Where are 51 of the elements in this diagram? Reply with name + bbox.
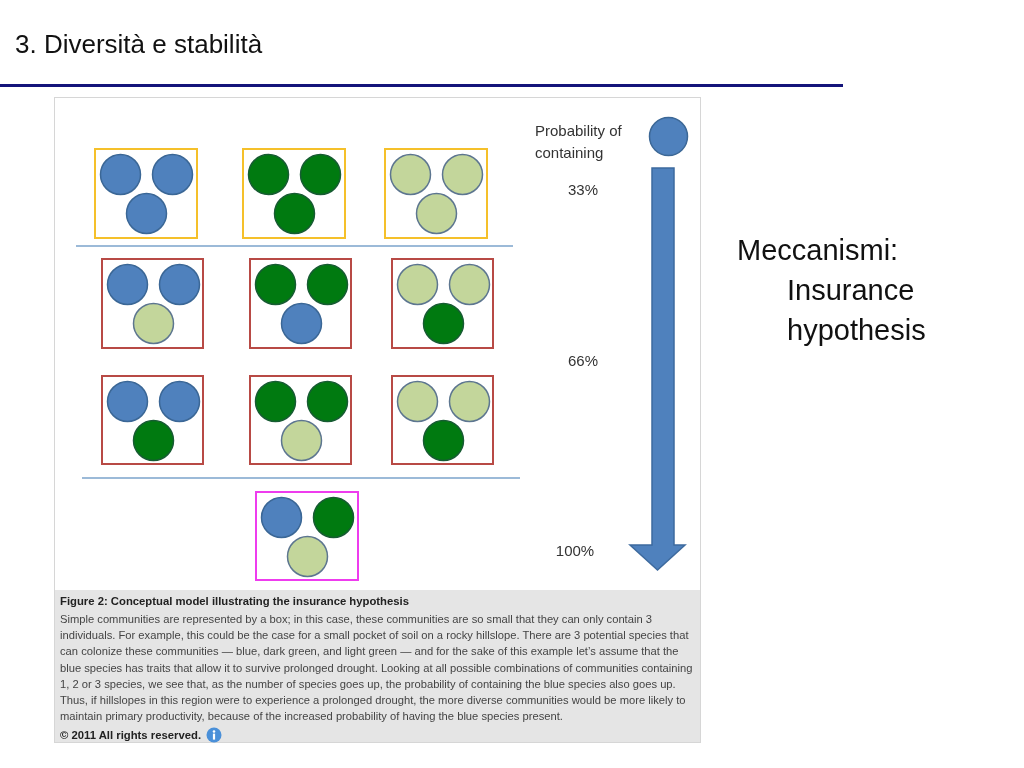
slide-title: 3. Diversità e stabilità (15, 28, 263, 61)
species-circle (395, 262, 439, 306)
species-circle (305, 379, 349, 423)
community-box (101, 258, 204, 349)
percent-label: 100% (554, 541, 596, 561)
species-circle (421, 301, 465, 345)
community-box (255, 491, 359, 581)
community-box (249, 375, 352, 465)
species-circle (98, 152, 142, 196)
community-box (391, 375, 494, 465)
percent-label: 33% (567, 180, 599, 200)
species-circle (285, 534, 329, 578)
list-item-text: Insurance hypothesis (787, 273, 927, 348)
probability-label: Probability of containing (535, 121, 623, 163)
species-circle (253, 379, 297, 423)
species-circle (298, 152, 342, 196)
species-circle (246, 152, 290, 196)
copyright-text: © 2011 All rights reserved. (60, 728, 202, 741)
species-circle (647, 115, 689, 157)
community-box (242, 148, 346, 239)
species-circle (157, 379, 201, 423)
species-circle (447, 379, 491, 423)
caption-heading: Figure 2: Conceptual model illustrating the insurance hypothesis (60, 594, 410, 609)
species-circle (279, 301, 323, 345)
species-circle (131, 301, 175, 345)
species-circle (131, 418, 175, 462)
community-box (94, 148, 198, 239)
caption-text: Simple communities are represented by a box; in this case, these communities are so small that they can only contain 3 individuals. For example, this could be the case for a small pocket of soil on a rocky hillslope. There are 3 potential species that can colonize these communities — blue, dark green, and light green — and for the sake of this example let’s assume that the blue species has traits that allow it to survive prolonged drought. Looking at all possible combinations of communities containing 1, 2 or 3 species, we see that, as the number of species goes up, the probability of containing the blue species also goes up. Thus, if hillslopes in this region were to experience a prolonged drought, the more diverse communities would be more likely to maintain primary productivity, because of the increased probability of having the blue species present. (60, 612, 694, 725)
species-circle (259, 495, 303, 539)
species-circle (105, 379, 149, 423)
community-box (384, 148, 488, 239)
species-circle (440, 152, 484, 196)
community-box (101, 375, 204, 465)
species-circle (414, 191, 458, 235)
species-circle (311, 495, 355, 539)
species-circle (388, 152, 432, 196)
species-circle (157, 262, 201, 306)
species-circle (421, 418, 465, 462)
community-box (249, 258, 352, 349)
species-circle (124, 191, 168, 235)
species-circle (305, 262, 349, 306)
heading-text: Meccanismi: (737, 233, 899, 268)
percent-label: 66% (567, 351, 599, 371)
species-circle (253, 262, 297, 306)
species-circle (272, 191, 316, 235)
species-circle (395, 379, 439, 423)
species-circle (447, 262, 491, 306)
community-box (391, 258, 494, 349)
species-circle (279, 418, 323, 462)
species-circle (150, 152, 194, 196)
species-circle (105, 262, 149, 306)
